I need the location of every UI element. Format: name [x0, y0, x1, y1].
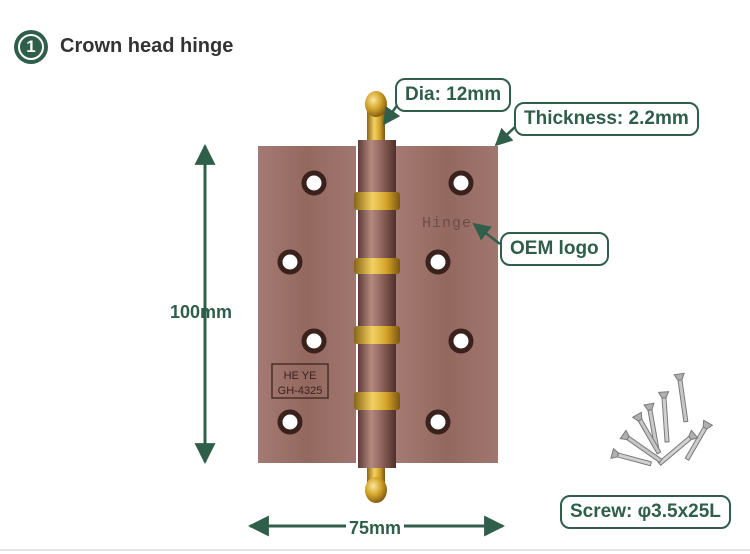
knuckle-ring — [354, 326, 400, 344]
right-screw-holes — [425, 170, 474, 435]
step-number-badge: 1 — [14, 30, 48, 64]
stamp-line2: GH-4325 — [278, 385, 323, 397]
right-leaf — [396, 146, 498, 463]
bottom-finial-knob — [365, 477, 387, 503]
thickness-callout: Thickness: 2.2mm — [514, 102, 699, 136]
knuckle-ring — [354, 192, 400, 210]
screws-illustration — [610, 372, 714, 467]
engraved-logo: Hinge — [422, 215, 472, 232]
stamp-line1: HE YE — [284, 370, 317, 382]
screw-callout: Screw: φ3.5x25L — [560, 495, 731, 529]
knuckle-ring — [354, 392, 400, 410]
diameter-callout: Dia: 12mm — [395, 78, 512, 112]
thickness-leader-arrow — [494, 125, 517, 147]
step-number: 1 — [18, 34, 44, 60]
left-screw-holes — [277, 170, 327, 435]
knuckle-ring — [354, 258, 400, 274]
logo-callout: OEM logo — [500, 232, 609, 266]
bottom-divider — [0, 549, 750, 551]
product-title: Crown head hinge — [60, 35, 234, 57]
left-leaf — [258, 146, 356, 463]
top-finial-stem — [367, 110, 385, 140]
stamp-box — [271, 363, 329, 399]
width-dimension-label: 75mm — [346, 518, 405, 539]
top-finial-knob — [365, 91, 387, 117]
height-dimension-label: 100mm — [170, 302, 233, 322]
logo-leader-arrow — [472, 222, 501, 245]
hinge-barrel — [358, 140, 396, 468]
